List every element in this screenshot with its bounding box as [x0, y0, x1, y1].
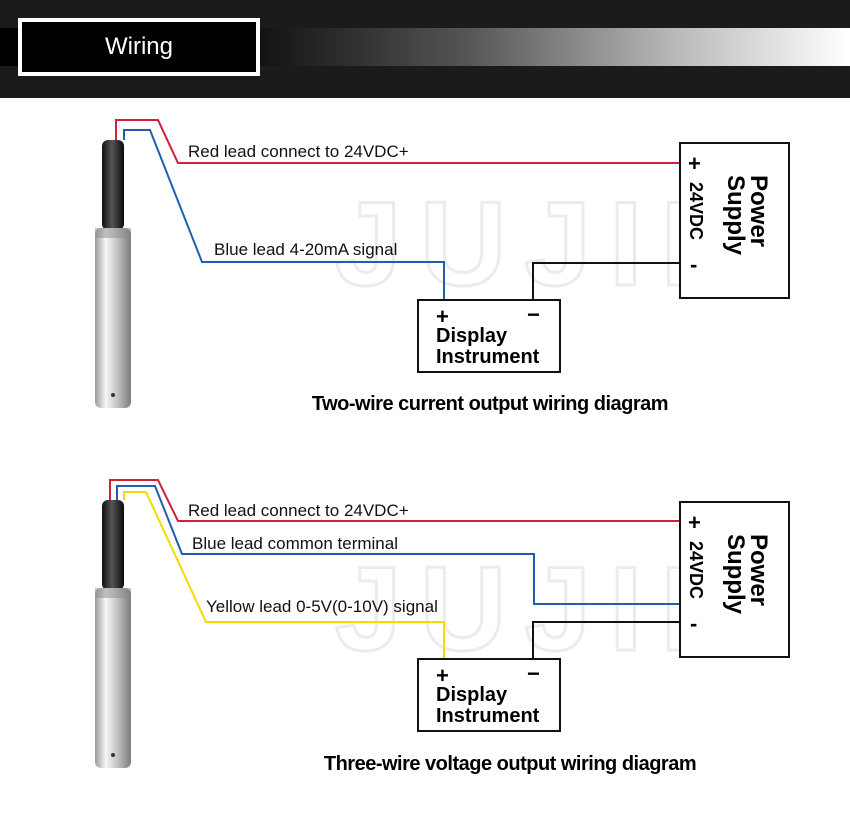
- display-label-line1: Display: [436, 684, 508, 706]
- power-supply-box: + - 24VDC Power Supply: [679, 501, 790, 658]
- black-wire: [532, 262, 680, 300]
- power-voltage-label: 24VDC: [686, 541, 706, 599]
- display-label-line2: Instrument: [436, 705, 540, 727]
- display-instrument-box: + − Display Instrument: [417, 299, 561, 373]
- blue-lead-label: Blue lead 4-20mA signal: [214, 240, 397, 259]
- red-lead-label: Red lead connect to 24VDC+: [188, 142, 409, 161]
- diagram-caption: Three-wire voltage output wiring diagram: [324, 753, 696, 775]
- display-label-line1: Display: [436, 325, 508, 347]
- header-bar: Wiring: [0, 0, 850, 98]
- power-plus-label: +: [688, 510, 701, 535]
- power-label-line1: Power: [745, 534, 772, 606]
- power-supply-box: + - 24VDC Power Supply: [679, 142, 790, 299]
- display-label-line2: Instrument: [436, 346, 540, 368]
- display-plus-label: +: [436, 663, 449, 688]
- diagram-three-wire: JUJIE Red lead connect to 24VDC+ Blue le…: [95, 479, 790, 775]
- power-label-line2: Supply: [722, 175, 749, 256]
- header-title: Wiring: [104, 33, 173, 60]
- display-plus-label: +: [436, 304, 449, 329]
- diagram-caption: Two-wire current output wiring diagram: [312, 393, 668, 415]
- blue-lead-wire: [123, 129, 445, 300]
- blue-lead-label: Blue lead common terminal: [192, 534, 398, 553]
- red-lead-wire: [109, 479, 680, 522]
- header-title-box: Wiring: [18, 18, 260, 76]
- power-plus-label: +: [688, 151, 701, 176]
- power-minus-label: -: [690, 611, 697, 636]
- red-lead-wire: [115, 119, 680, 164]
- watermark-text: JUJIE: [335, 542, 759, 676]
- blue-lead-wire: [116, 485, 680, 605]
- power-label-line1: Power: [745, 175, 772, 247]
- power-label-line2: Supply: [722, 534, 749, 615]
- yellow-lead-wire: [123, 491, 445, 659]
- black-wire: [532, 621, 680, 659]
- sensor-probe: [95, 500, 131, 768]
- power-voltage-label: 24VDC: [686, 182, 706, 240]
- display-minus-label: −: [527, 661, 540, 686]
- display-instrument-box: + − Display Instrument: [417, 658, 561, 732]
- display-minus-label: −: [527, 302, 540, 327]
- power-minus-label: -: [690, 252, 697, 277]
- diagram-two-wire: JUJIE Red lead connect to 24VDC+ Blue le…: [95, 119, 790, 415]
- red-lead-label: Red lead connect to 24VDC+: [188, 501, 409, 520]
- watermark-text: JUJIE: [335, 177, 759, 311]
- sensor-probe: [95, 140, 131, 408]
- yellow-lead-label: Yellow lead 0-5V(0-10V) signal: [206, 597, 438, 616]
